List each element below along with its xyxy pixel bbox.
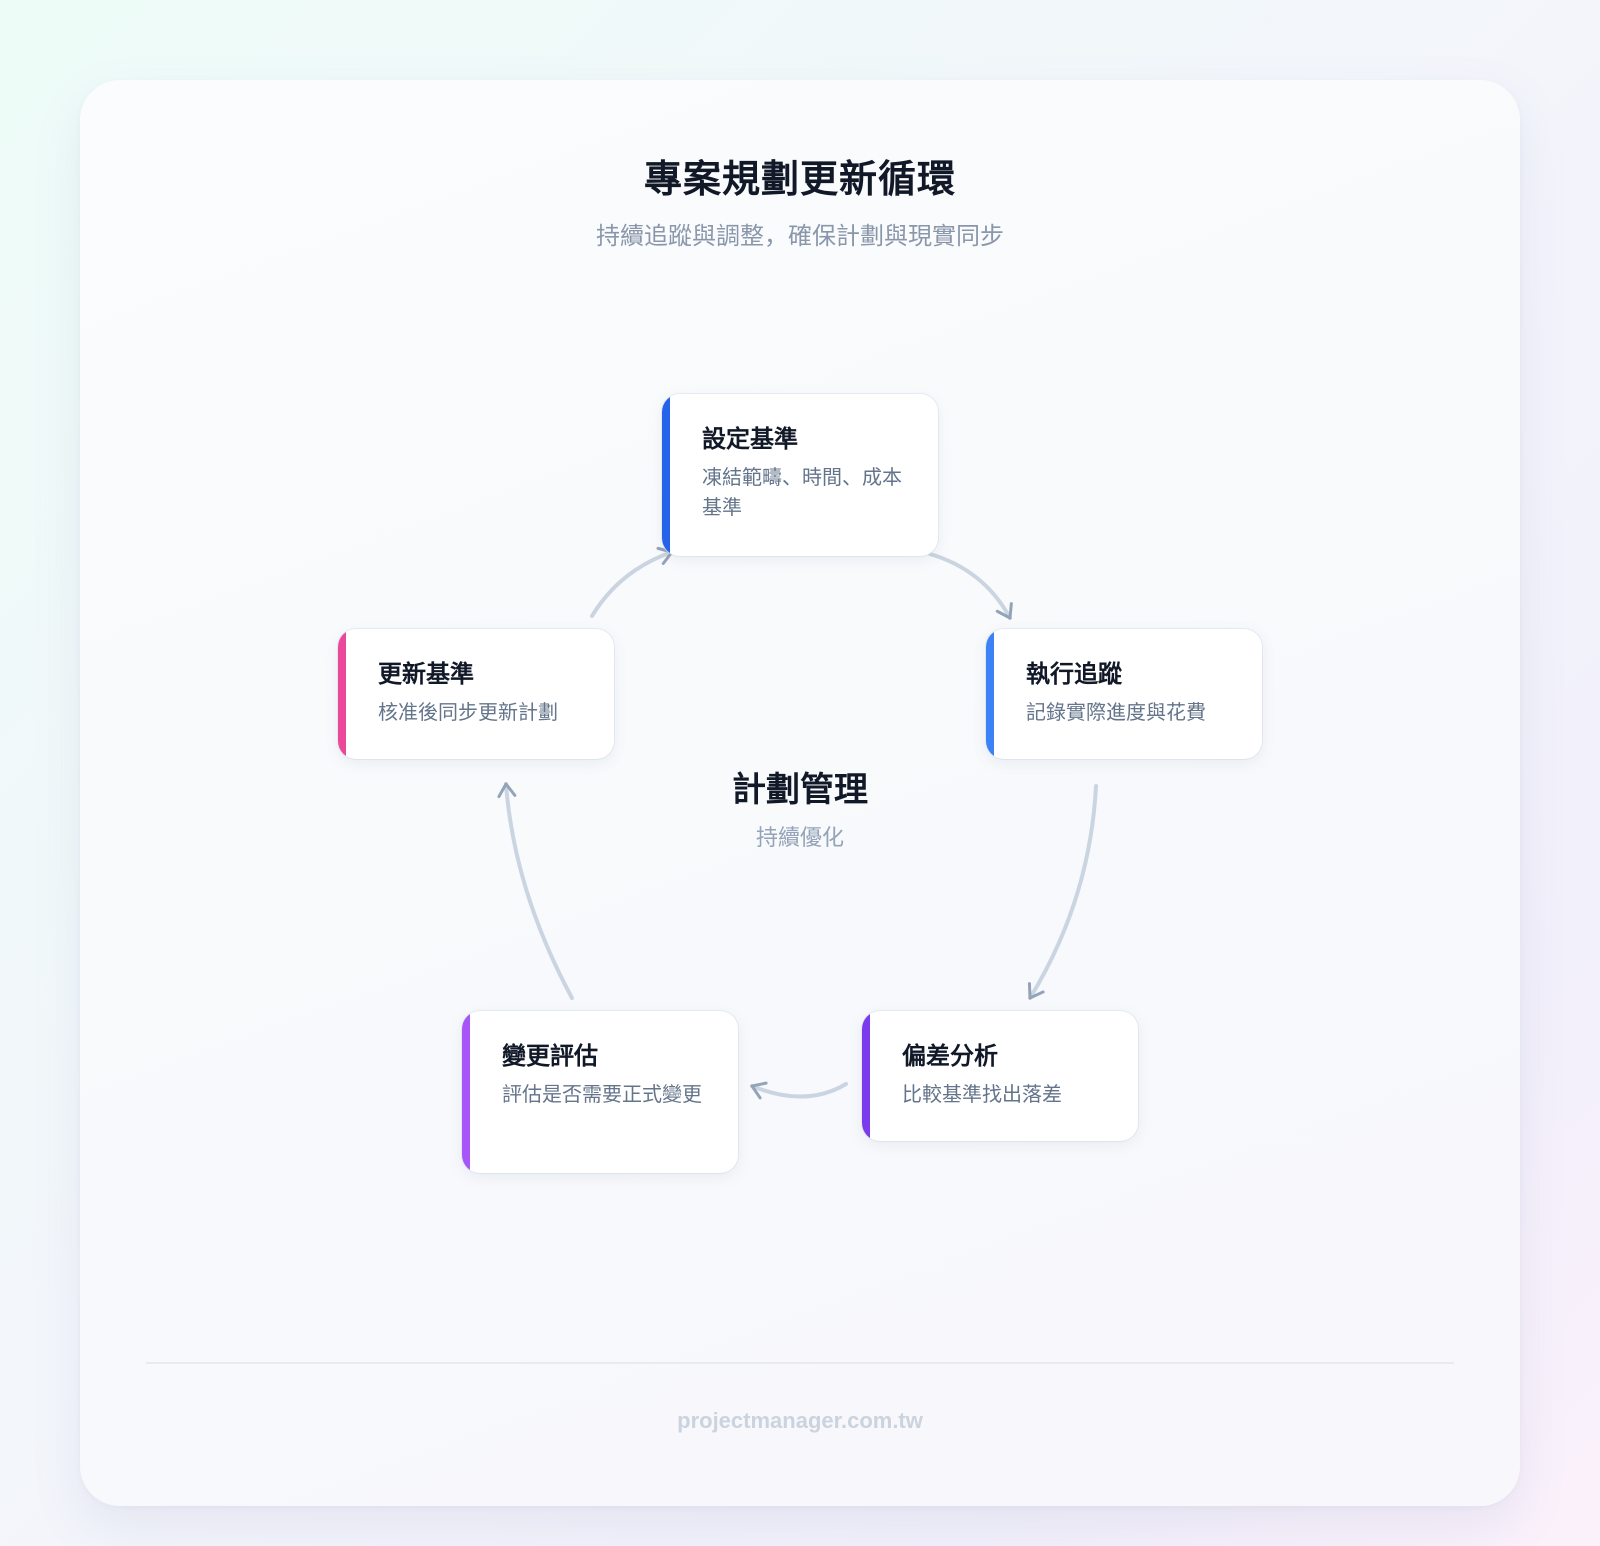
step-title: 更新基準 xyxy=(378,660,474,688)
footer-site-link[interactable]: projectmanager.com.tw xyxy=(677,1408,923,1433)
accent-bar xyxy=(462,1011,470,1173)
center-subtitle: 持續優化 xyxy=(755,826,844,851)
step-description: 記錄實際進度與花費 xyxy=(1026,700,1206,724)
center-title: 計劃管理 xyxy=(732,770,868,810)
page-subtitle: 持續追蹤與調整，確保計劃與現實同步 xyxy=(596,222,1004,250)
step-description: 評估是否需要正式變更 xyxy=(502,1082,702,1106)
page-title: 專案規劃更新循環 xyxy=(643,157,956,201)
accent-bar xyxy=(338,629,346,759)
step-description: 凍結範疇、時間、成本基準 xyxy=(702,465,902,519)
step-title: 偏差分析 xyxy=(902,1042,998,1070)
step-title: 設定基準 xyxy=(702,425,798,453)
accent-bar xyxy=(862,1011,870,1141)
step-card-change-evaluation[interactable]: 變更評估 評估是否需要正式變更 xyxy=(462,1011,738,1173)
step-title: 變更評估 xyxy=(502,1042,598,1070)
step-title: 執行追蹤 xyxy=(1026,660,1122,688)
step-description: 比較基準找出落差 xyxy=(902,1082,1062,1106)
accent-bar xyxy=(986,629,994,759)
accent-bar xyxy=(662,394,670,556)
footer-divider xyxy=(146,1362,1454,1364)
step-card-set-baseline[interactable]: 設定基準 凍結範疇、時間、成本基準 xyxy=(662,394,938,556)
step-card-track-execution[interactable]: 執行追蹤 記錄實際進度與花費 xyxy=(986,629,1262,759)
step-description: 核准後同步更新計劃 xyxy=(378,700,558,724)
diagram-panel xyxy=(80,80,1520,1506)
step-card-variance-analysis[interactable]: 偏差分析 比較基準找出落差 xyxy=(862,1011,1138,1141)
step-card-update-baseline[interactable]: 更新基準 核准後同步更新計劃 xyxy=(338,629,614,759)
